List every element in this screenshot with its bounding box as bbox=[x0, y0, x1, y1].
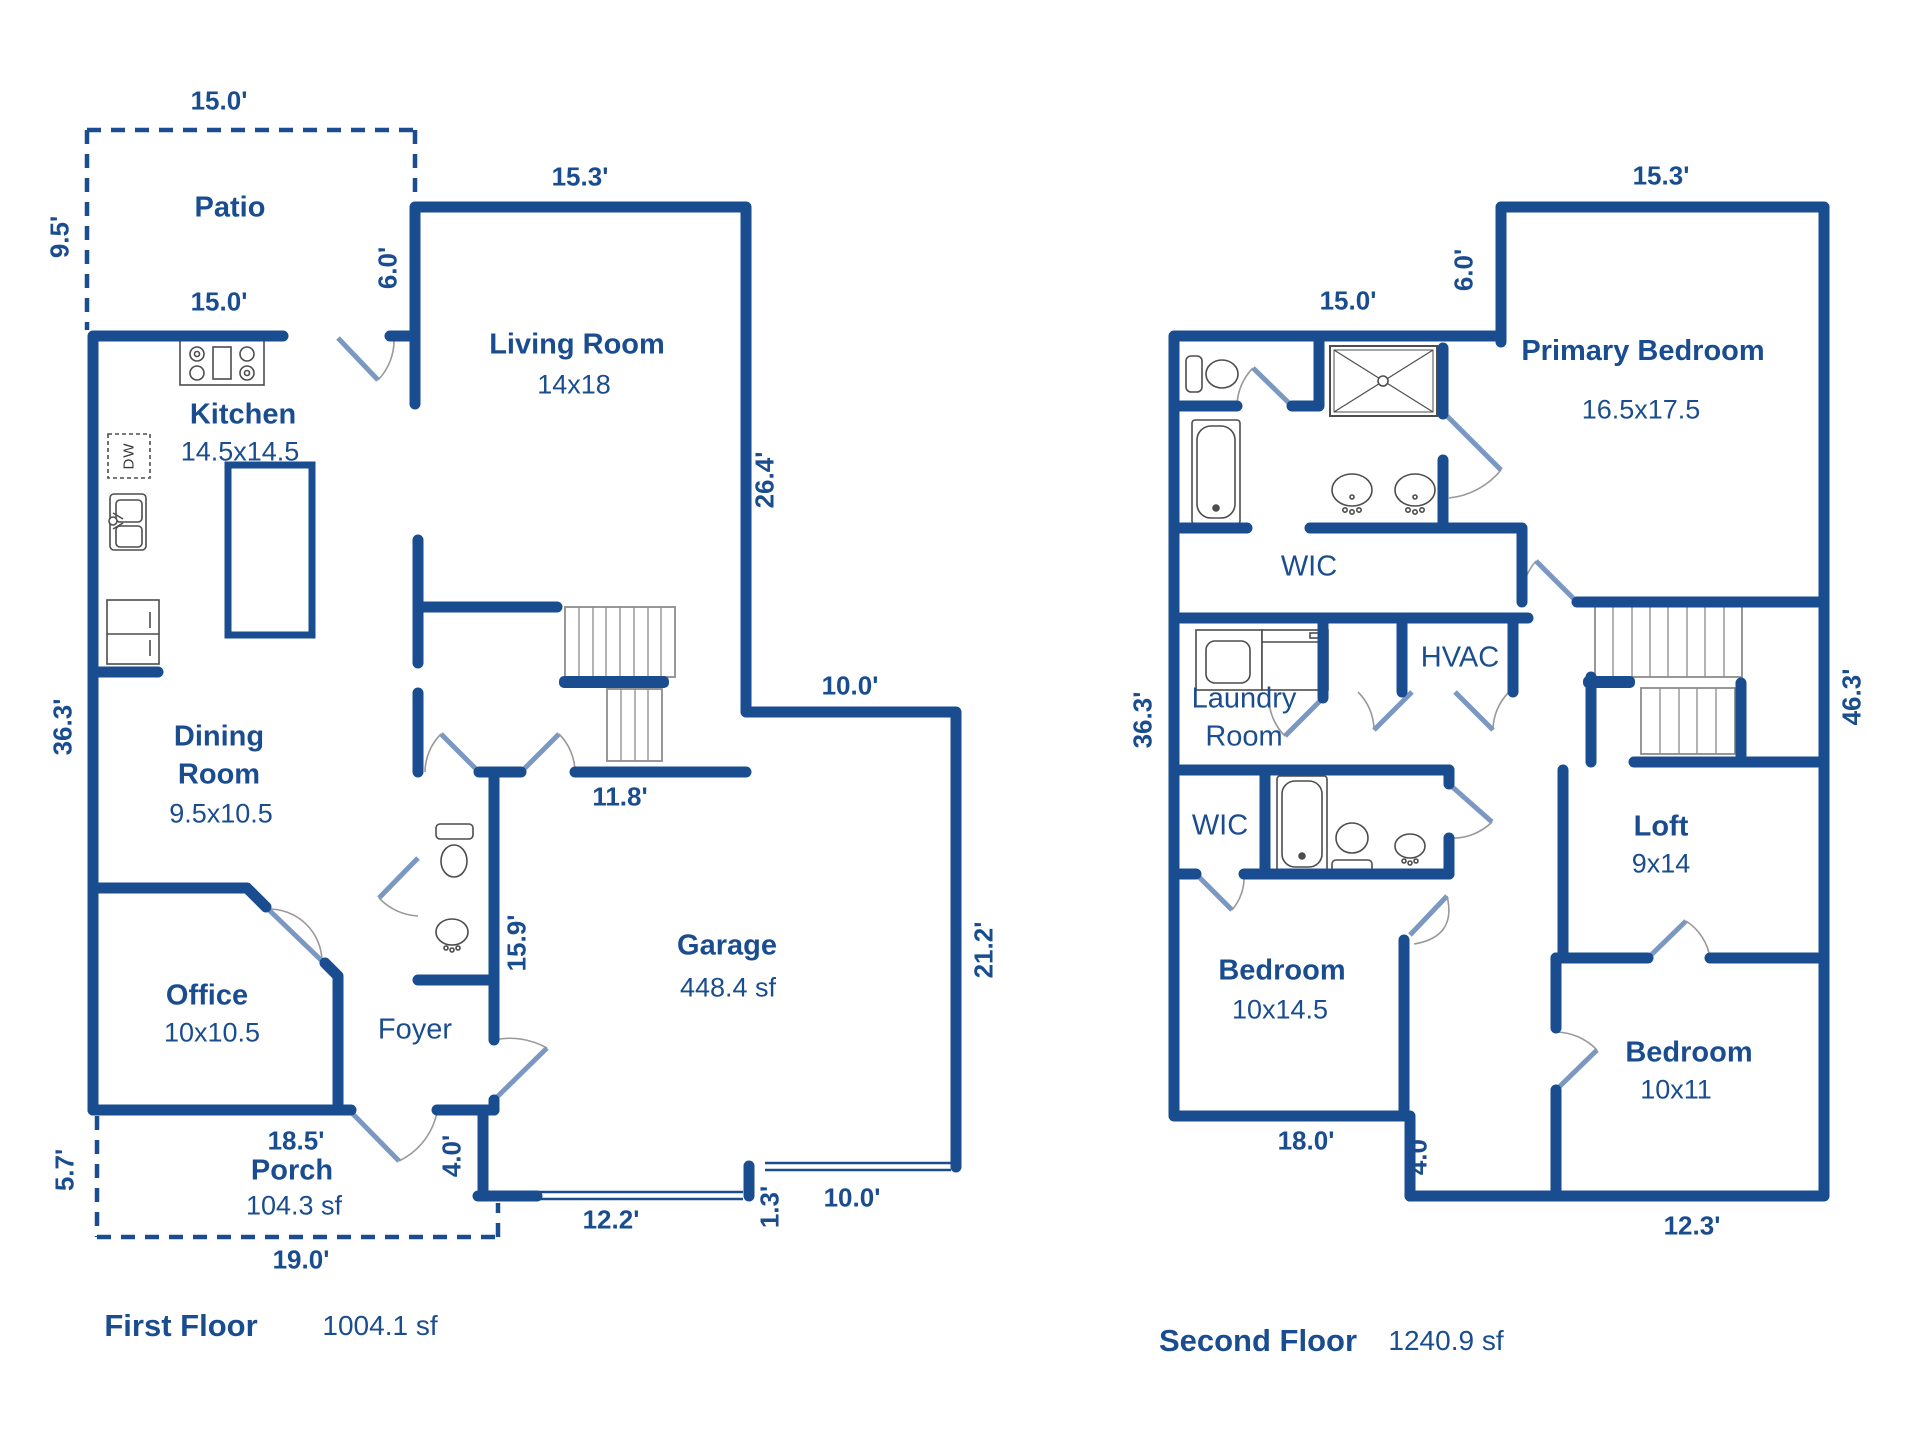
dim-living-top: 15.3' bbox=[551, 161, 609, 192]
room-size-office: 10x10.5 bbox=[163, 1017, 261, 1048]
hall-bath-fixtures bbox=[1276, 775, 1426, 875]
dim-patio-width: 15.0' bbox=[190, 85, 248, 116]
room-size-bedroom-3: 10x11 bbox=[1640, 1074, 1712, 1105]
dim-first-floor-left: 36.3' bbox=[47, 698, 78, 756]
dim-living-right: 26.4' bbox=[749, 451, 780, 509]
room-label-kitchen: Kitchen bbox=[189, 398, 297, 431]
dim-second-floor-left: 36.3' bbox=[1127, 691, 1158, 749]
first-floor-walls bbox=[87, 201, 962, 1202]
dim-kitchen-top: 15.0' bbox=[190, 286, 248, 317]
dim-bedroom3-bottom: 12.3' bbox=[1663, 1210, 1721, 1241]
porch-outline bbox=[94, 1116, 501, 1240]
room-label-wic-hall: WIC bbox=[1191, 809, 1249, 842]
room-label-wic-primary: WIC bbox=[1280, 550, 1338, 583]
second-floor-walls bbox=[1168, 201, 1830, 1202]
room-size-bedroom-2: 10x14.5 bbox=[1231, 994, 1329, 1025]
dishwasher-label: DW bbox=[120, 442, 138, 470]
dim-second-floor-jog: 4.0' bbox=[1402, 1132, 1433, 1176]
dim-second-floor-bottom: 18.0' bbox=[1277, 1125, 1335, 1156]
dim-hall: 15.9' bbox=[501, 914, 532, 972]
dim-garage-door: 12.2' bbox=[582, 1204, 640, 1235]
laundry-appliances bbox=[1195, 629, 1329, 691]
room-label-hvac: HVAC bbox=[1420, 641, 1500, 674]
dim-garage-right: 21.2' bbox=[968, 921, 999, 979]
dim-garage-step: 1.3' bbox=[754, 1185, 785, 1229]
patio-outline bbox=[84, 127, 418, 330]
room-label-laundry: Laundry Room bbox=[1191, 682, 1297, 752]
room-label-office: Office bbox=[165, 979, 249, 1012]
second-floor-doors bbox=[1194, 366, 1711, 1092]
dim-porch-bottom: 19.0' bbox=[272, 1244, 330, 1275]
room-size-loft: 9x14 bbox=[1631, 848, 1691, 879]
dim-porch-top: 18.5' bbox=[267, 1125, 325, 1156]
room-label-primary-bedroom: Primary Bedroom bbox=[1521, 335, 1765, 368]
room-label-bedroom-2: Bedroom bbox=[1218, 954, 1346, 987]
room-size-primary-bedroom: 16.5x17.5 bbox=[1581, 394, 1701, 425]
dim-primary-top: 15.3' bbox=[1632, 160, 1690, 191]
room-area-garage: 448.4 sf bbox=[679, 972, 777, 1003]
room-area-porch: 104.3 sf bbox=[245, 1190, 343, 1221]
first-floor-doors bbox=[266, 336, 576, 1163]
dim-patio-depth: 9.5' bbox=[44, 215, 75, 259]
kitchen-island bbox=[224, 461, 316, 639]
room-label-living: Living Room bbox=[489, 328, 665, 361]
room-label-garage: Garage bbox=[677, 929, 777, 962]
room-label-patio: Patio bbox=[194, 191, 266, 224]
room-size-dining: 9.5x10.5 bbox=[169, 798, 273, 829]
room-label-dining: Dining Room bbox=[173, 720, 265, 790]
second-floor-stairs bbox=[1583, 604, 1743, 755]
room-label-loft: Loft bbox=[1633, 810, 1689, 843]
second-floor-title: Second Floor bbox=[1158, 1323, 1358, 1358]
dim-stairs: 11.8' bbox=[592, 781, 648, 812]
dim-primary-left: 6.0' bbox=[1448, 248, 1479, 292]
dim-porch-left: 5.7' bbox=[49, 1148, 80, 1192]
room-label-foyer: Foyer bbox=[377, 1013, 453, 1046]
dim-kitchen-right: 6.0' bbox=[372, 246, 403, 290]
dim-porch-door: 4.0' bbox=[436, 1134, 467, 1178]
room-label-bedroom-3: Bedroom bbox=[1625, 1036, 1753, 1069]
dim-garage-top: 10.0' bbox=[821, 670, 879, 701]
second-floor-area: 1240.9 sf bbox=[1388, 1325, 1504, 1356]
first-floor-title: First Floor bbox=[104, 1308, 258, 1343]
first-floor-bath-fixtures bbox=[435, 823, 474, 953]
dim-primary-bath-top: 15.0' bbox=[1319, 285, 1377, 316]
dim-garage-side-door: 10.0' bbox=[823, 1182, 881, 1213]
first-floor-stairs bbox=[559, 606, 676, 762]
room-size-kitchen: 14.5x14.5 bbox=[180, 436, 300, 467]
primary-bath-fixtures bbox=[1185, 345, 1438, 525]
dim-second-floor-right: 46.3' bbox=[1836, 668, 1867, 726]
garage-door-lines bbox=[537, 1161, 951, 1201]
first-floor-area: 1004.1 sf bbox=[322, 1310, 438, 1341]
room-size-living: 14x18 bbox=[537, 369, 611, 400]
room-label-porch: Porch bbox=[250, 1154, 334, 1187]
kitchen-fixtures bbox=[106, 339, 265, 665]
